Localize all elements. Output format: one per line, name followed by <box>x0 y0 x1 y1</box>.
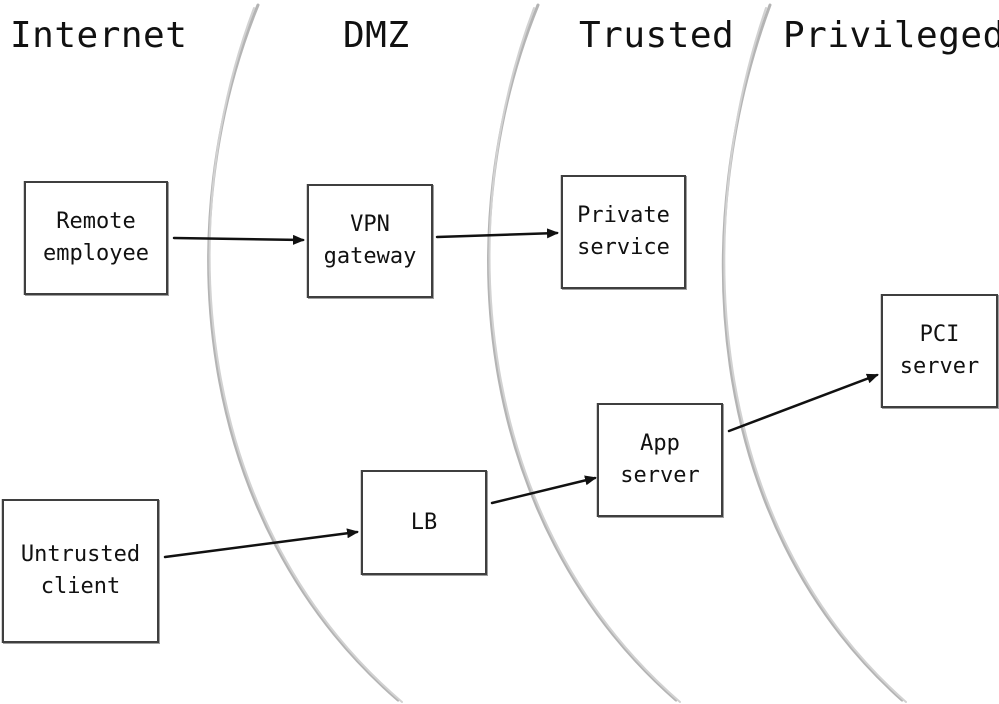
node-private-service: Private service <box>561 175 686 289</box>
arrow-app-server-to-pci-server <box>727 373 879 433</box>
node-label: Untrusted client <box>20 542 141 599</box>
node-label: App server <box>620 431 700 488</box>
zone-title-trusted: Trusted <box>579 15 735 56</box>
node-lb: LB <box>361 470 487 575</box>
zone-title-privileged: Privileged <box>783 15 999 56</box>
node-untrusted-client: Untrusted client <box>2 499 159 643</box>
node-label: PCI server <box>899 322 980 379</box>
node-label: Remote employee <box>43 209 149 266</box>
node-label: LB <box>410 509 438 535</box>
arrow-lb-to-app-server <box>490 475 597 505</box>
boundary-internet-dmz-sketch <box>208 7 403 703</box>
zone-title-dmz: DMZ <box>343 15 410 56</box>
node-remote-employee: Remote employee <box>24 181 168 295</box>
node-vpn-gateway: VPN gateway <box>307 184 433 298</box>
zone-title-internet: Internet <box>10 15 188 56</box>
node-pci-server: PCI server <box>881 294 998 408</box>
arrow-untrusted-client-to-lb <box>163 528 359 559</box>
node-label: VPN gateway <box>323 212 417 269</box>
boundary-trusted-privileged-sketch <box>723 7 907 703</box>
node-label: Private service <box>577 203 670 260</box>
arrow-vpn-gateway-to-private-service <box>435 228 559 239</box>
arrow-remote-employee-to-vpn-gateway <box>172 234 305 245</box>
node-app-server: App server <box>597 403 723 517</box>
boundary-dmz-trusted-sketch <box>488 7 681 703</box>
